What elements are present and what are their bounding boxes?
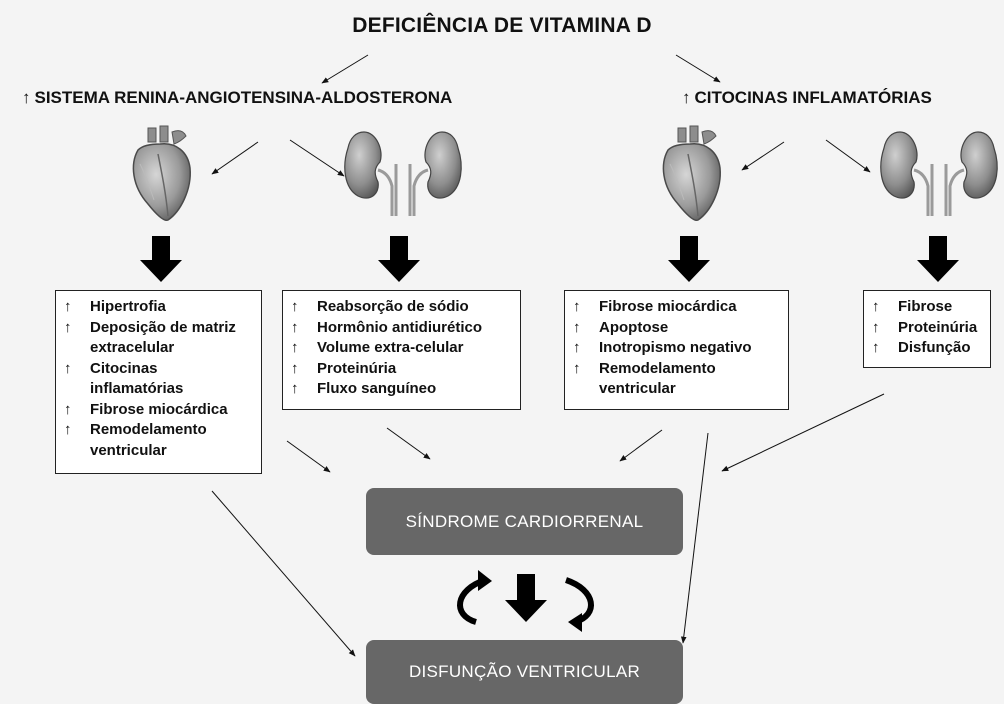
arrow-cyto-to-kidney <box>825 139 871 173</box>
list-item: ↑Volume extra-celular <box>291 339 464 356</box>
kidneys-icon <box>880 131 998 216</box>
list-item: ↑Remodelamento ventricular <box>573 359 716 398</box>
cycle-arrow-icon <box>457 577 487 625</box>
arrow-box3-to-dysfunction <box>680 432 709 644</box>
list-item: ↑Fluxo sanguíneo <box>291 380 437 397</box>
list-item: ↑Hormônio antidiurético <box>291 318 482 336</box>
list-item: ↑Citocinas inflamatórias <box>64 359 184 398</box>
arrow-box2-to-syndrome <box>386 427 431 460</box>
arrow-raas-to-heart <box>211 141 259 175</box>
list-item: ↑Deposição de matriz extracelular <box>64 318 236 357</box>
arrow-title-to-cytokines <box>675 54 721 83</box>
branch-cytokines: ↑CITOCINAS INFLAMATÓRIAS <box>682 88 932 108</box>
box-raas-heart: ↑Hipertrofia ↑Deposição de matriz extrac… <box>55 290 262 474</box>
syndrome-box: SÍNDROME CARDIORRENAL <box>366 488 683 555</box>
down-arrow-icon <box>668 236 710 282</box>
list-item: ↑Proteinúria <box>291 359 397 377</box>
box-cytokines-kidney: ↑Fibrose ↑Proteinúria ↑Disfunção <box>863 290 991 368</box>
box-cytokines-heart: ↑Fibrose miocárdica ↑Apoptose ↑Inotropis… <box>564 290 789 410</box>
list-item: ↑Inotropismo negativo <box>573 339 752 356</box>
down-arrow-icon <box>378 236 420 282</box>
kidneys-icon <box>344 131 462 216</box>
arrow-raas-to-kidney <box>289 139 345 177</box>
down-arrow-icon <box>917 236 959 282</box>
down-arrow-icon <box>505 574 547 622</box>
list-item: ↑Disfunção <box>872 339 971 356</box>
arrow-title-to-raas <box>321 54 369 84</box>
dysfunction-box: DISFUNÇÃO VENTRICULAR <box>366 640 683 704</box>
branch-raas-label: SISTEMA RENINA-ANGIOTENSINA-ALDOSTERONA <box>34 88 453 107</box>
list-item: ↑Proteinúria <box>872 318 978 336</box>
list-item: ↑Fibrose miocárdica <box>573 298 737 315</box>
branch-cytokines-label: CITOCINAS INFLAMATÓRIAS <box>694 88 932 107</box>
branch-raas: ↑SISTEMA RENINA-ANGIOTENSINA-ALDOSTERONA <box>22 88 452 108</box>
arrow-cyto-to-heart <box>741 141 785 171</box>
list-item: ↑Fibrose miocárdica <box>64 400 228 418</box>
page-title: DEFICIÊNCIA DE VITAMINA D <box>352 14 652 37</box>
arrow-box4-to-syndrome <box>721 393 885 472</box>
arrow-box1-to-dysfunction <box>211 490 356 657</box>
heart-icon <box>132 125 191 222</box>
list-item: ↑Hipertrofia <box>64 298 166 315</box>
down-arrow-icon <box>140 236 182 282</box>
list-item: ↑Remodelamento ventricular <box>64 421 207 459</box>
increase-arrow: ↑ <box>22 88 31 107</box>
arrow-box3-to-syndrome <box>619 429 663 462</box>
heart-icon <box>662 125 721 222</box>
list-item: ↑Fibrose <box>872 298 953 315</box>
list-item: ↑Reabsorção de sódio <box>291 298 469 315</box>
increase-arrow: ↑ <box>682 88 691 107</box>
list-item: ↑Apoptose <box>573 318 669 336</box>
arrow-box1-to-syndrome <box>286 440 331 473</box>
box-raas-kidney: ↑Reabsorção de sódio ↑Hormônio antidiuré… <box>282 290 521 410</box>
